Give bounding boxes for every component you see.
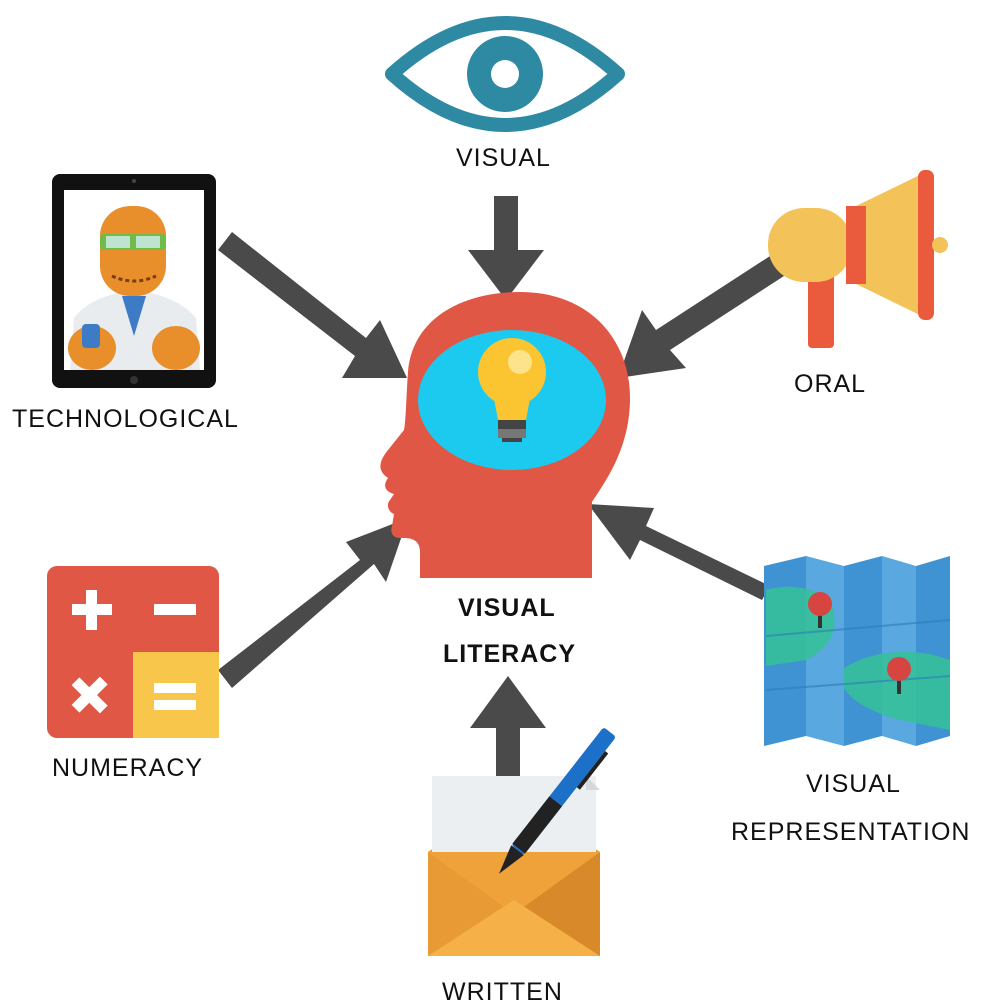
arrow-from-written: [470, 676, 546, 776]
folded-map-icon: [764, 556, 951, 746]
map-pin-icon: [887, 657, 911, 694]
label-visual-representation-line2: REPRESENTATION: [731, 818, 971, 846]
label-oral: ORAL: [794, 370, 867, 398]
calculator-icon: [47, 566, 219, 738]
arrow-from-visual: [468, 196, 544, 300]
label-numeracy: NUMERACY: [52, 754, 204, 782]
eye-icon: [385, 16, 625, 132]
arrow-from-visual-representation: [588, 504, 770, 600]
lightbulb-icon: [478, 338, 546, 442]
megaphone-icon: [768, 170, 948, 348]
arrow-from-numeracy: [218, 518, 408, 688]
arrow-from-oral: [618, 256, 784, 378]
tablet-scientist-icon: [52, 174, 216, 388]
arrow-from-technological: [218, 232, 407, 378]
label-technological: TECHNOLOGICAL: [12, 405, 239, 433]
label-written: WRITTEN: [442, 978, 563, 1006]
head-lightbulb-icon: [380, 292, 630, 578]
envelope-pen-icon: [428, 728, 615, 956]
scientist-character: [68, 206, 200, 370]
label-visual: VISUAL: [456, 144, 551, 172]
pen-icon: [499, 728, 615, 874]
map-pin-icon: [808, 592, 832, 628]
center-label-line2: LITERACY: [443, 640, 576, 668]
label-visual-representation-line1: VISUAL: [806, 770, 901, 798]
center-label-line1: VISUAL: [458, 594, 556, 622]
